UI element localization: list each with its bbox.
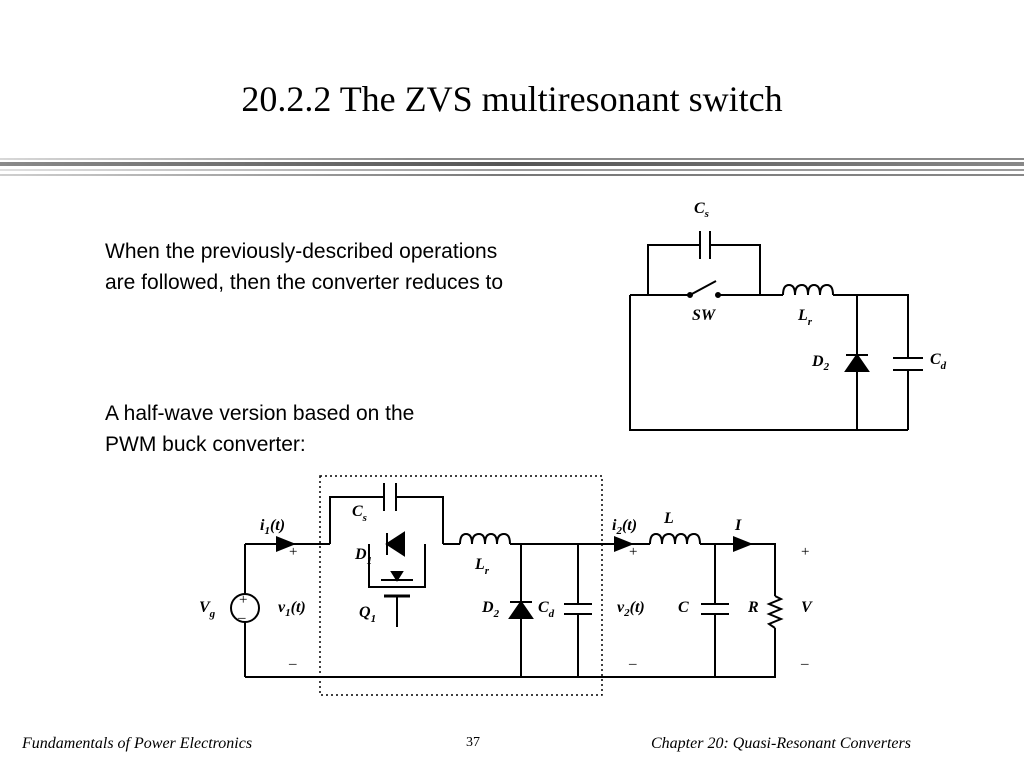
reduced-switch-diagram: [629, 231, 923, 431]
cs-label-2: Cs: [352, 503, 367, 524]
wire-left: [629, 295, 908, 431]
lr-label-2: Lr: [474, 556, 490, 577]
buck-converter-diagram: [230, 475, 784, 696]
slide-title: 20.2.2 The ZVS multiresonant switch: [241, 79, 783, 119]
half-wave-line-1: A half-wave version based on the: [105, 402, 415, 425]
footer-chapter: Chapter 20: Quasi-Resonant Converters: [651, 735, 911, 752]
vg-source: [230, 593, 260, 623]
v1-plus: +: [289, 544, 297, 560]
cd-capacitor: [893, 357, 923, 371]
wire-lr-to-right: [833, 294, 909, 358]
wire-top-l-out: [700, 543, 776, 596]
v1-minus: –: [288, 656, 297, 672]
r-label: R: [747, 599, 759, 616]
l-inductor: [649, 532, 701, 545]
lr-inductor: [782, 283, 834, 296]
half-wave-line-2: PWM buck converter:: [105, 433, 306, 456]
switch-network-box: [319, 475, 603, 696]
v2-plus: +: [629, 544, 637, 560]
i-label: I: [734, 517, 742, 534]
r-resistor: [766, 595, 784, 629]
d2-label-2: D2: [481, 599, 500, 620]
v2-label: v2(t): [617, 599, 645, 619]
half-wave-paragraph: A half-wave version based on the PWM buc…: [105, 398, 525, 460]
intro-line-1: When the previously-described operations: [105, 240, 498, 263]
c-label: C: [678, 599, 689, 616]
lr-label: Lr: [797, 307, 813, 328]
intro-paragraph: When the previously-described operations…: [105, 236, 605, 298]
sw-label: SW: [692, 307, 717, 324]
q1-mosfet: [368, 544, 426, 627]
sw-switch: [687, 280, 721, 298]
v-label: V: [801, 599, 813, 616]
v1-label: v1(t): [278, 599, 306, 619]
footer-book-title: Fundamentals of Power Electronics: [22, 735, 253, 752]
v2-minus: –: [628, 656, 637, 672]
q1-label: Q1: [359, 604, 376, 625]
d1-diode: [385, 531, 405, 557]
d2-diode-2: [508, 544, 534, 677]
cs-label: Cs: [694, 200, 709, 220]
cd-label: Cd: [930, 351, 947, 372]
d2-label: D2: [811, 353, 830, 373]
v-minus: –: [800, 656, 809, 672]
d2-diode: [844, 295, 870, 430]
wire-bottom: [245, 628, 776, 678]
cs-capacitor-2: [383, 483, 397, 511]
i2-label: i2(t): [612, 517, 637, 537]
cs-capacitor: [699, 231, 711, 259]
i1-label: i1(t): [260, 517, 285, 537]
footer-page-number: 37: [466, 735, 480, 750]
vg-plus-sign: +: [239, 592, 247, 608]
lr-inductor-2: [459, 532, 511, 545]
intro-line-2: are followed, then the converter reduces…: [105, 271, 504, 294]
wire-cs-bypass: [647, 244, 761, 295]
cd-capacitor-2: [564, 544, 592, 677]
vg-minus-sign: –: [237, 610, 246, 626]
d1-label: D1: [354, 546, 372, 567]
c-capacitor: [701, 544, 729, 677]
wire-cs-loop: [329, 496, 444, 544]
vg-label: Vg: [199, 599, 216, 620]
l-label: L: [663, 510, 674, 527]
v-plus: +: [801, 544, 809, 560]
cd-label-2: Cd: [538, 599, 555, 620]
